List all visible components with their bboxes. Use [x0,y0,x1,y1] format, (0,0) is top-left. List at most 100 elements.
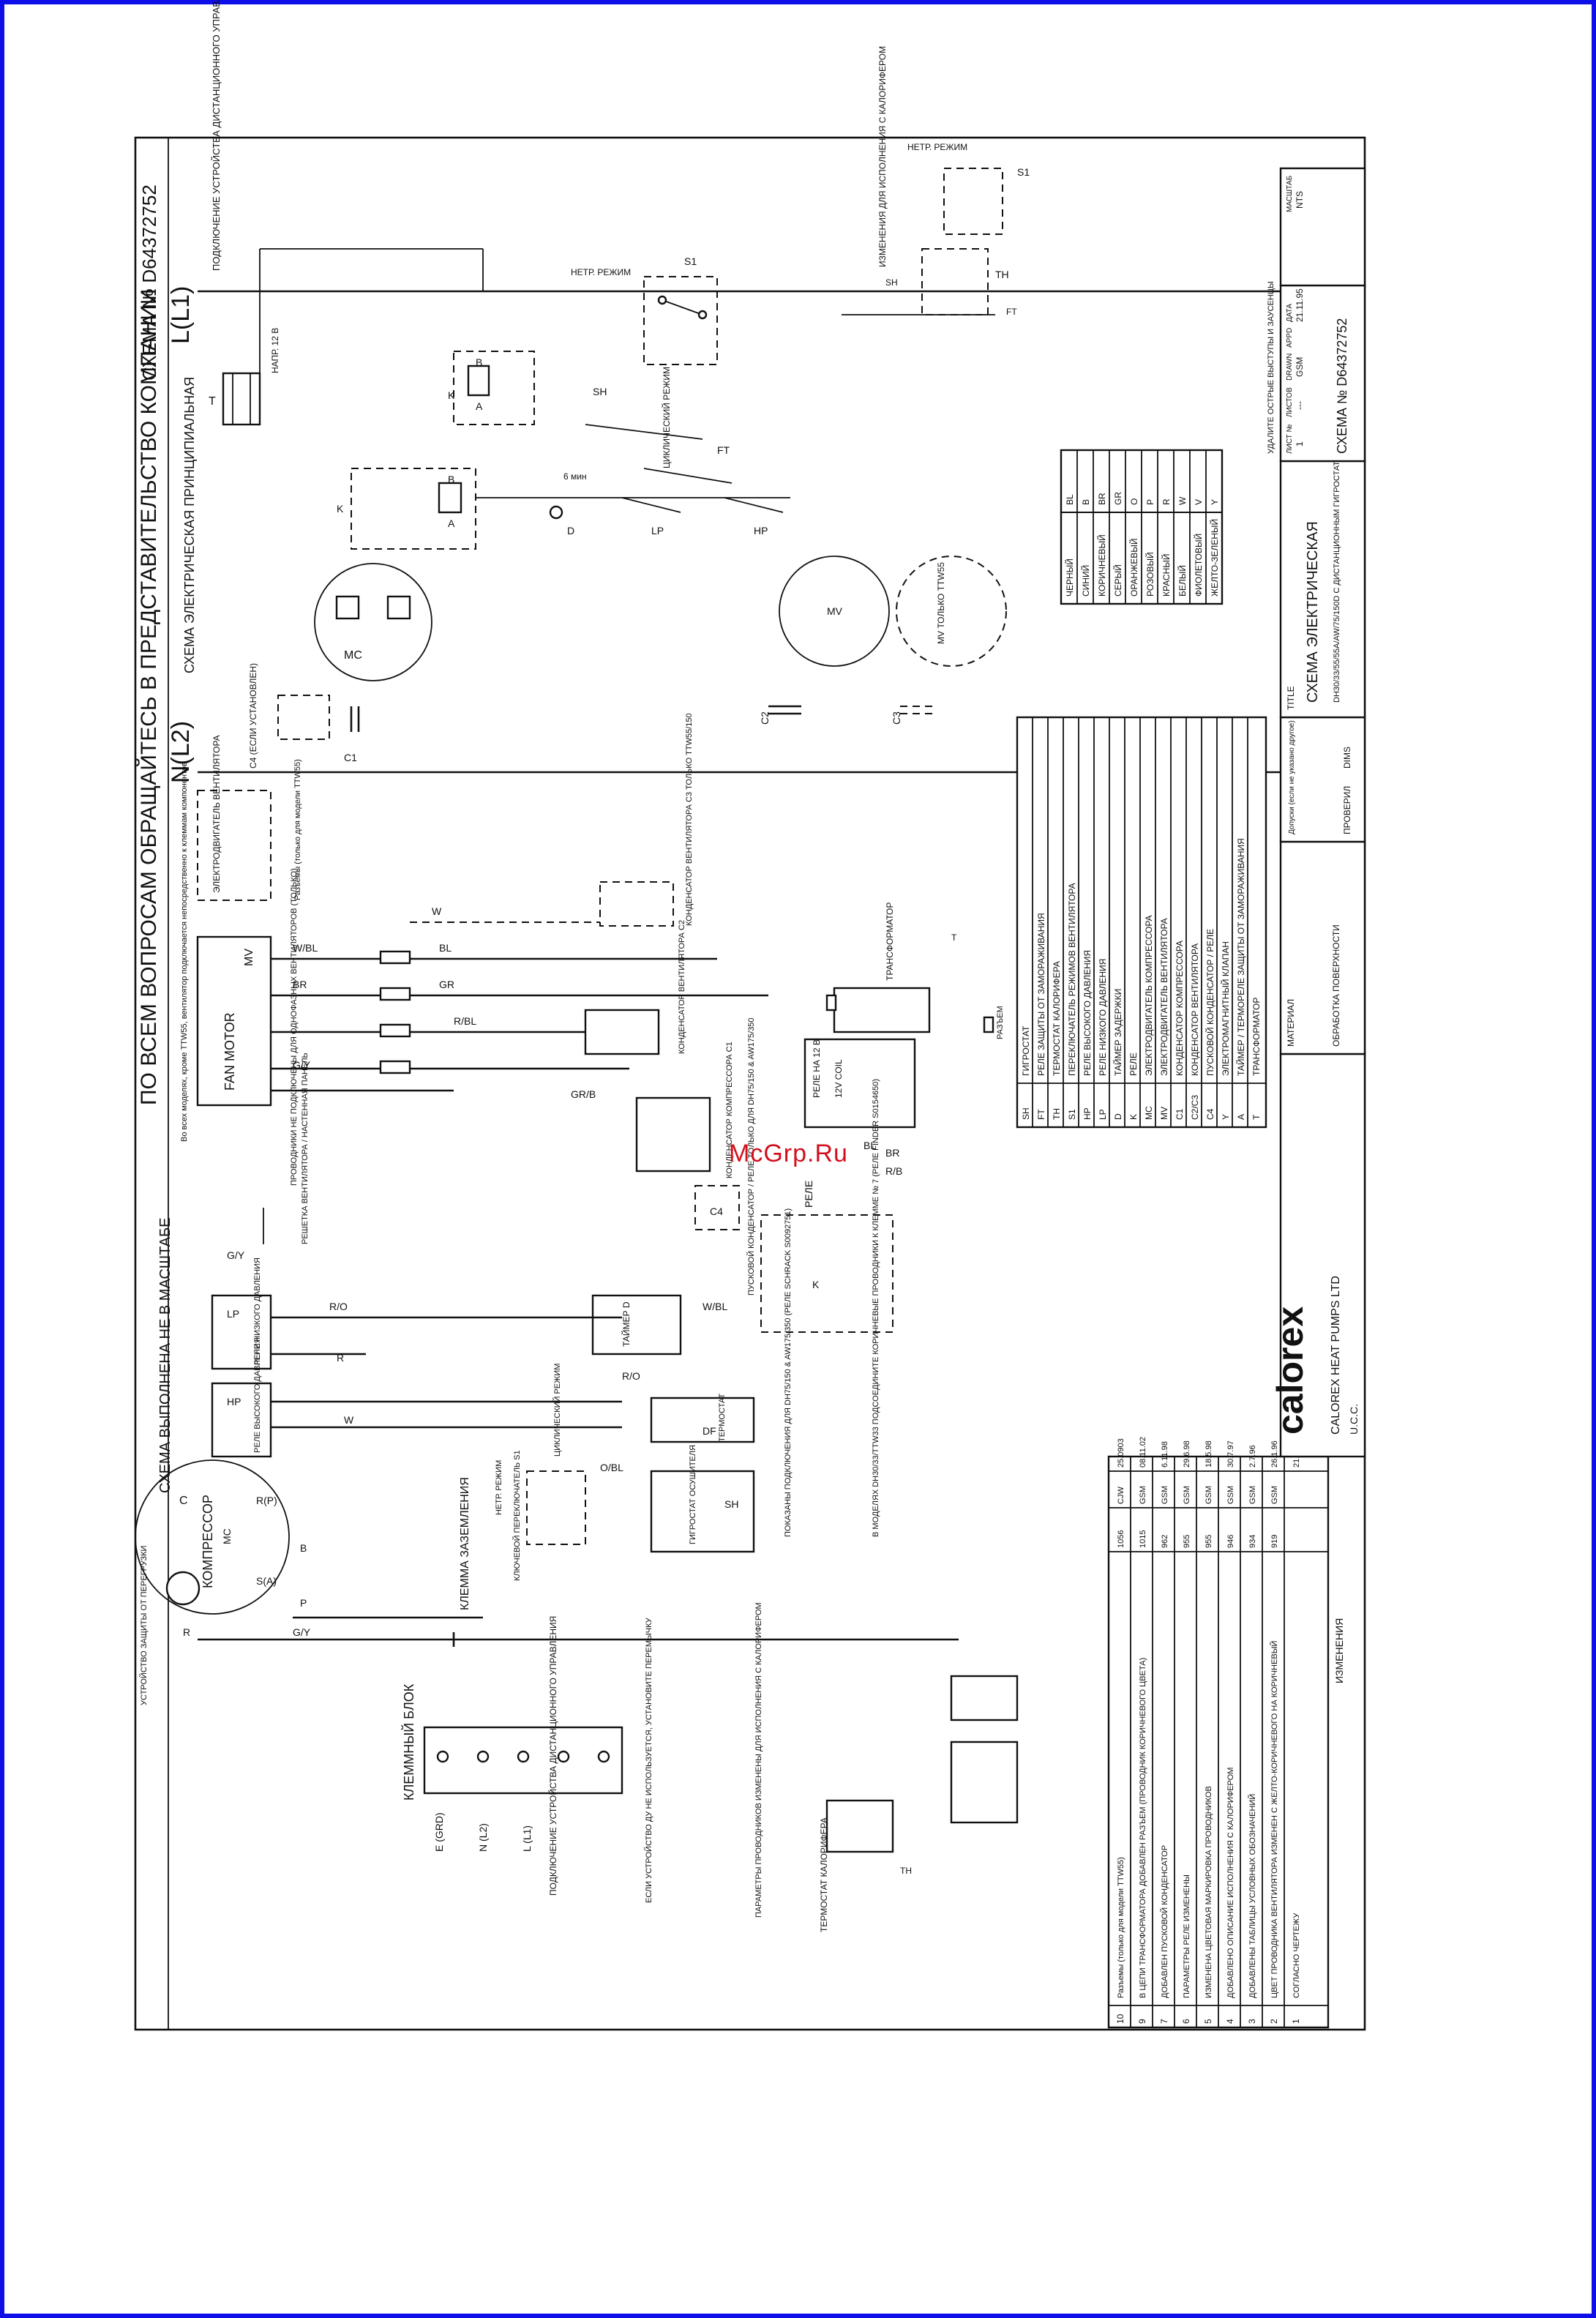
heater-thermostat-label: ТЕРМОСТАТ КАЛОРИФЕРА [819,1817,829,1932]
timer-6min: 6 мин [563,471,587,482]
component-code: HP [1082,1107,1093,1120]
transformer-mid-label: ТРАНСФОРМАТОР [885,902,895,981]
component-name: ТАЙМЕР ЗАДЕРЖКИ [1112,989,1123,1076]
timer-d-mid-label: ТАЙМЕР D [621,1301,632,1347]
sheets-label: ЛИСТОВ [1286,387,1294,417]
component-name: ПУСКОВОЙ КОНДЕНСАТОР / РЕЛЕ [1205,929,1215,1076]
terminal-e-label: E (GRD) [433,1812,445,1852]
component-name: ТАЙМЕР / ТЕРМОРЕЛЕ ЗАЩИТЫ ОТ ЗАМОРАЖИВАН… [1235,838,1246,1076]
start-cond-label: ПУСКОВОЙ КОНДЕНСАТОР / РЕЛЕ ТОЛЬКО ДЛЯ D… [746,1017,756,1296]
revision-number: 9 [1137,2019,1147,2024]
wire-p-compressor: P [300,1597,307,1609]
revision-number: 5 [1203,2019,1213,2024]
terminal-remote-label: ПОДКЛЮЧЕНИЕ УСТРОЙСТВА ДИСТАНЦИОННОГО УП… [547,1616,558,1896]
component-code: T [1251,1114,1262,1120]
compressor-circle [135,1459,290,1615]
lp-relay-box [211,1294,272,1370]
component-name: ТЕРМОСТАТ КАЛОРИФЕРА [1052,961,1062,1076]
legend-name: ЖЕЛТО-ЗЕЛЕНЫЙ [1209,519,1220,597]
revisions-footer: ИЗМЕНЕНИЯ [1333,1618,1345,1683]
terminal-screw [476,1750,490,1763]
start-cond-box [760,1214,893,1333]
revision-apd: GSM [1205,1486,1213,1504]
wire-bl-mid: BL [863,1140,876,1151]
compressor-s: S(A) [256,1575,277,1587]
fan-motor-box [196,935,272,1107]
legend-code: P [1145,499,1155,505]
component-code: LP [1098,1109,1108,1120]
l1-label: L(L1) [167,286,195,344]
heater-th-label: TH [900,1866,912,1876]
legend-name: ЧЕРНЫЙ [1064,558,1075,597]
not-to-scale: СХЕМА ВЫПОЛНЕНА НЕ В МАСШТАБЕ [157,1218,173,1493]
revision-number: 2 [1269,2019,1279,2024]
th-heater-box [921,248,989,315]
hp-relay-box [211,1382,272,1458]
hygrostat-sh: SH [724,1498,738,1510]
connector-label: РАЗЪЕМ [996,1006,1005,1039]
legend-code: BL [1065,494,1075,505]
legend-name: БЕЛЫЙ [1177,565,1188,597]
legend-name: ФИОЛЕТОВЫЙ [1193,534,1204,597]
hp-relay-ru: РЕЛЕ ВЫСОКОГО ДАВЛЕНИЯ [253,1337,262,1453]
mv-label: MV [827,605,843,617]
mv-motor-tww55 [896,556,1007,667]
neutral-mode-heater: НЕТР. РЕЖИМ [907,142,967,152]
sheet-no-label: ЛИСТ № [1286,424,1294,454]
grille-label: РЕШЕТКА ВЕНТИЛЯТОРА / НАСТЕННАЯ ПАНЕЛЬ [301,1053,310,1244]
key-switch-box [526,1470,586,1545]
c4-mid-box [694,1185,740,1230]
wire-obl-label: O/BL [600,1462,623,1473]
fan-cond-c2 [584,1009,660,1055]
compressor-c: C [179,1495,188,1507]
c4-label: C4 (ЕСЛИ УСТАНОВЛЕН) [248,663,258,769]
mc-motor [314,563,432,681]
revision-cn: 946 [1226,1535,1235,1548]
timer-d-label: D [567,525,574,536]
revision-cn: 919 [1270,1535,1279,1548]
fan-motor-ru-label: ЭЛЕКТРОДВИГАТЕЛЬ ВЕНТИЛЯТОРА [211,735,222,893]
ft-heater-label: FT [1006,307,1017,317]
relay-mid-label: РЕЛЕ [803,1181,814,1208]
revision-apd: CJW [1117,1487,1125,1504]
legend-code: GR [1113,492,1123,505]
component-code: S1 [1067,1109,1077,1120]
wire-gy-compressor: G/Y [293,1626,311,1638]
wire-r-compressor: R [183,1626,190,1638]
comp-cond-c1-label: КОНДЕНСАТОР КОМПРЕССОРА C1 [725,1042,734,1178]
legend-name: КОРИЧНЕВЫЙ [1096,534,1107,597]
wire-rb-mid: R/B [885,1165,902,1177]
component-code: C4 [1205,1108,1215,1120]
drawn-label: DRAWN [1286,354,1294,381]
sh-label: SH [593,386,607,397]
coil-12v-label: 12V COIL [833,1059,844,1098]
wire-br-relay: BR [885,1147,899,1159]
revision-cn: 934 [1248,1535,1257,1548]
component-code: TH [1052,1108,1062,1120]
s1-label: S1 [684,255,697,267]
s1-heater-box [943,168,1003,235]
title-block-title [1279,460,1366,719]
relay-k-box-lower [351,468,476,550]
mv-motor [779,556,890,667]
revision-number: 4 [1225,2019,1235,2024]
n2-label: N(L2) [167,721,195,783]
component-name: ЭЛЕКТРОДВИГАТЕЛЬ ВЕНТИЛЯТОРА [1159,918,1169,1076]
lp-relay-label: LP [227,1308,239,1320]
heater-th-box [825,1799,894,1853]
th-heater-label: TH [995,269,1009,280]
component-code: MV [1159,1107,1169,1120]
overload-label: УСТРОЙСТВО ЗАЩИТЫ ОТ ПЕРЕГРУЗКИ [139,1546,149,1705]
date-label: ДАТА [1286,304,1294,322]
revision-text: ДОБАВЛЕНО ОПИСАНИЕ ИСПОЛНЕНИЯ С КАЛОРИФЕ… [1226,1768,1235,1998]
revision-text: ЦВЕТ ПРОВОДНИКА ВЕНТИЛЯТОРА ИЗМЕНЕН С ЖЕ… [1270,1641,1279,1998]
transformer-t [222,372,261,426]
title-block-material [1279,840,1366,1055]
legend-name: СИНИЙ [1080,565,1091,597]
component-name: РЕЛЕ [1128,1053,1139,1076]
du-note: ЕСЛИ УСТРОЙСТВО ДУ НЕ ИСПОЛЬЗУЕТСЯ, УСТА… [644,1617,653,1903]
relay-12v-label: РЕЛЕ НА 12 В [812,1039,822,1098]
lp-label: LP [651,525,664,536]
revision-apd: GSM [1270,1486,1279,1504]
